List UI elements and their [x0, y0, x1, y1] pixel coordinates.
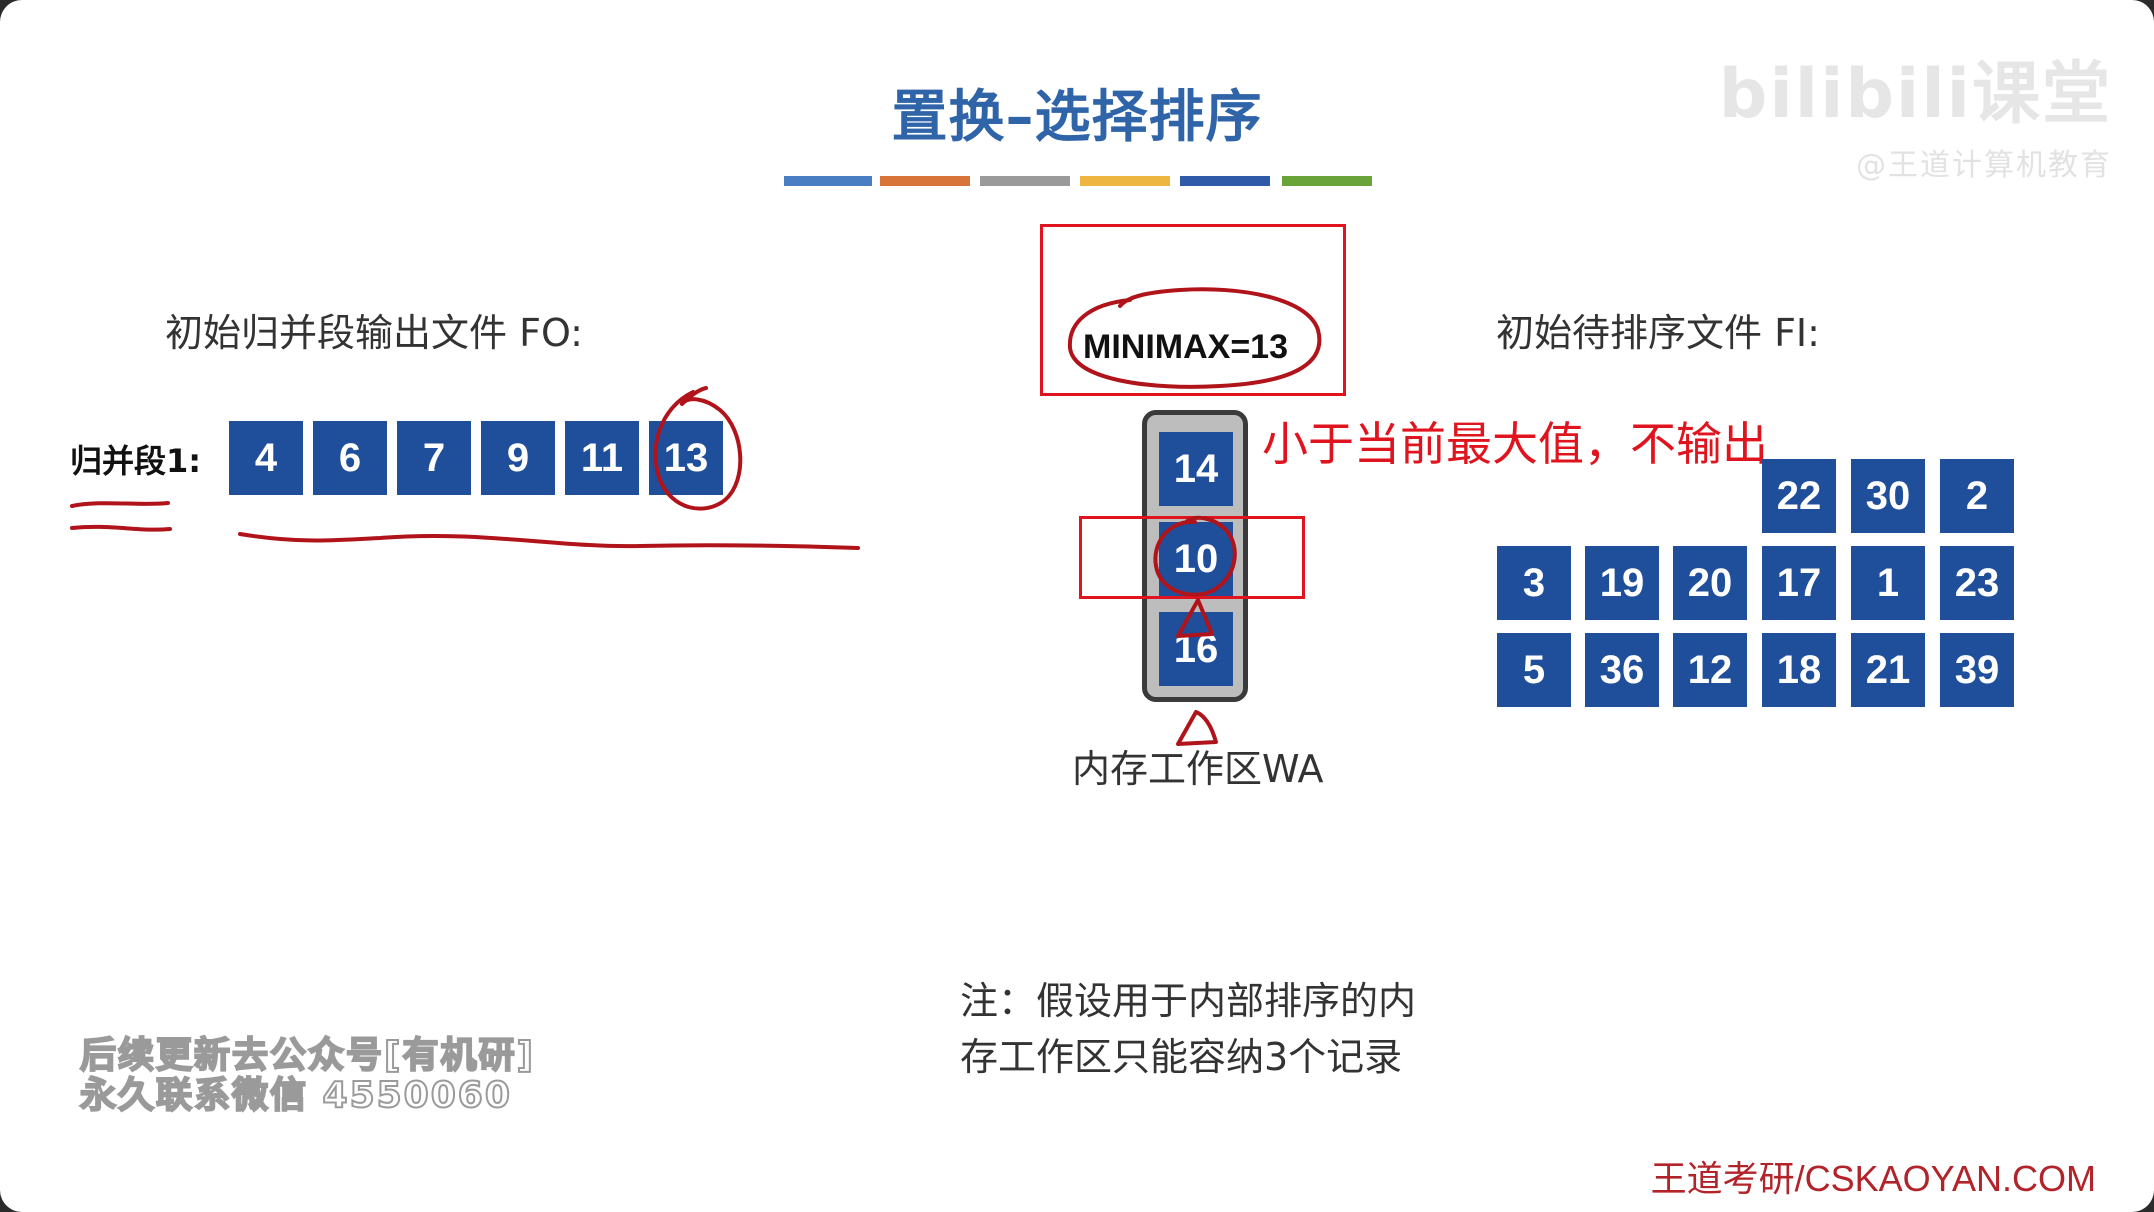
- bilibili-logo: bilibili课堂: [1718, 55, 2112, 134]
- output-record: 9: [481, 421, 555, 495]
- input-record: 3: [1497, 546, 1571, 620]
- title-stripe-4: [1080, 176, 1170, 186]
- title-stripe-2: [880, 176, 970, 186]
- input-record: 23: [1940, 546, 2014, 620]
- watermark-line-1: 后续更新去公众号[有机研]: [79, 1034, 535, 1077]
- output-record: 6: [313, 421, 387, 495]
- annotation-not-output: 小于当前最大值，不输出: [1262, 417, 1768, 471]
- input-record: 22: [1762, 459, 1836, 533]
- input-record: 21: [1851, 633, 1925, 707]
- bilibili-logo-subtitle: @王道计算机教育: [1856, 148, 2112, 183]
- underline-mark: [70, 524, 172, 532]
- circle-mark-13: [653, 386, 743, 511]
- title-stripe-6: [1282, 176, 1372, 186]
- output-file-label: 初始归并段输出文件 FO:: [165, 311, 583, 355]
- input-record: 18: [1762, 633, 1836, 707]
- workspace-label: 内存工作区WA: [1072, 747, 1324, 791]
- input-record: 2: [1940, 459, 2014, 533]
- input-record: 1: [1851, 546, 1925, 620]
- input-record: 5: [1497, 633, 1571, 707]
- input-record: 17: [1762, 546, 1836, 620]
- minimax-value: MINIMAX=13: [1083, 328, 1288, 366]
- triangle-mark: [1176, 710, 1218, 746]
- title-stripe-3: [980, 176, 1070, 186]
- slide-title: 置换–选择排序: [891, 85, 1263, 150]
- input-record: 20: [1673, 546, 1747, 620]
- watermark-line-2: 永久联系微信 4550060: [79, 1074, 512, 1117]
- title-stripe-1: [784, 176, 872, 186]
- input-record: 12: [1673, 633, 1747, 707]
- minimax-highlight-box: [1040, 224, 1346, 396]
- workspace-record: 14: [1159, 432, 1233, 506]
- input-file-label: 初始待排序文件 FI:: [1496, 311, 1820, 355]
- brand-footer: 王道考研/CSKAOYAN.COM: [1650, 1158, 2096, 1199]
- circle-mark-10: [1153, 515, 1237, 597]
- segment-label: 归并段1:: [70, 442, 202, 480]
- output-record: 4: [229, 421, 303, 495]
- triangle-mark: [1176, 598, 1214, 638]
- output-record: 13: [649, 421, 723, 495]
- note-line-2: 存工作区只能容纳3个记录: [960, 1035, 1403, 1079]
- output-record: 7: [397, 421, 471, 495]
- title-stripe-5: [1180, 176, 1270, 186]
- input-record: 19: [1585, 546, 1659, 620]
- oval-mark-minimax: [1067, 287, 1322, 389]
- output-record: 11: [565, 421, 639, 495]
- note-line-1: 注：假设用于内部排序的内: [960, 979, 1417, 1023]
- underline-mark: [238, 532, 860, 550]
- input-record: 30: [1851, 459, 1925, 533]
- input-record: 36: [1585, 633, 1659, 707]
- underline-mark: [70, 501, 170, 508]
- input-record: 39: [1940, 633, 2014, 707]
